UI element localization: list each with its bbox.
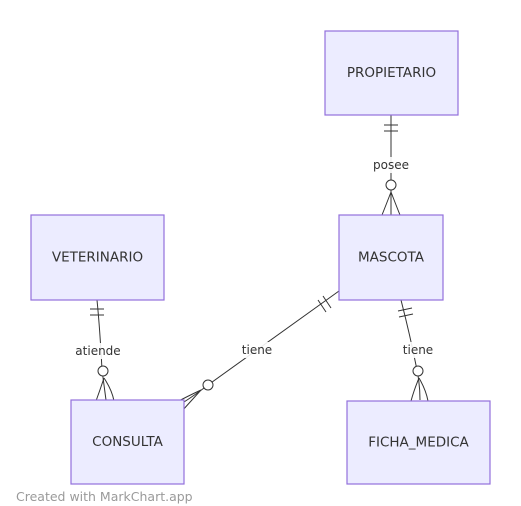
posee-crowfoot — [381, 191, 401, 216]
entity-mascota[interactable]: MASCOTA — [338, 214, 444, 301]
atiende-zero-circle — [97, 365, 109, 377]
tiene-ficha-one-tick-2 — [398, 313, 414, 318]
entity-veterinario-label: VETERINARIO — [52, 250, 143, 266]
tiene-consulta-zero-circle — [202, 379, 214, 391]
entity-consulta-box — [70, 399, 185, 485]
tiene-consulta-one-tick-1 — [322, 295, 332, 309]
relationship-tiene-consulta: tiene — [172, 290, 340, 412]
relationship-tiene-ficha: tiene — [397, 299, 437, 402]
watermark-text: Created with MarkChart.app — [16, 489, 193, 504]
posee-label: posee — [373, 158, 409, 172]
entity-propietario-label: PROPIETARIO — [347, 65, 436, 81]
entity-ficha-medica-label: FICHA_MEDICA — [368, 435, 469, 451]
entity-ficha-medica[interactable]: FICHA_MEDICA — [346, 400, 491, 485]
tiene-ficha-label: tiene — [403, 343, 433, 357]
entity-consulta-label: CONSULTA — [92, 434, 163, 450]
tiene-consulta-one-tick-2 — [317, 299, 327, 313]
entity-veterinario[interactable]: VETERINARIO — [30, 214, 165, 301]
relationship-atiende: atiende — [72, 299, 124, 402]
entity-propietario-box — [324, 30, 459, 116]
entity-ficha-medica-box — [346, 400, 491, 485]
atiende-label: atiende — [75, 344, 120, 358]
atiende-crowfoot — [95, 377, 115, 402]
posee-zero-circle — [385, 179, 397, 191]
tiene-ficha-one-tick-1 — [397, 307, 413, 312]
tiene-consulta-label: tiene — [242, 343, 272, 357]
tiene-ficha-zero-circle — [412, 365, 424, 377]
entity-mascota-label: MASCOTA — [358, 250, 425, 266]
entity-propietario[interactable]: PROPIETARIO — [324, 30, 459, 116]
entity-mascota-box — [338, 214, 444, 301]
entity-consulta[interactable]: CONSULTA — [70, 399, 185, 485]
entity-veterinario-box — [30, 214, 165, 301]
tiene-ficha-crowfoot — [410, 377, 429, 402]
relationship-posee: posee — [370, 115, 412, 216]
